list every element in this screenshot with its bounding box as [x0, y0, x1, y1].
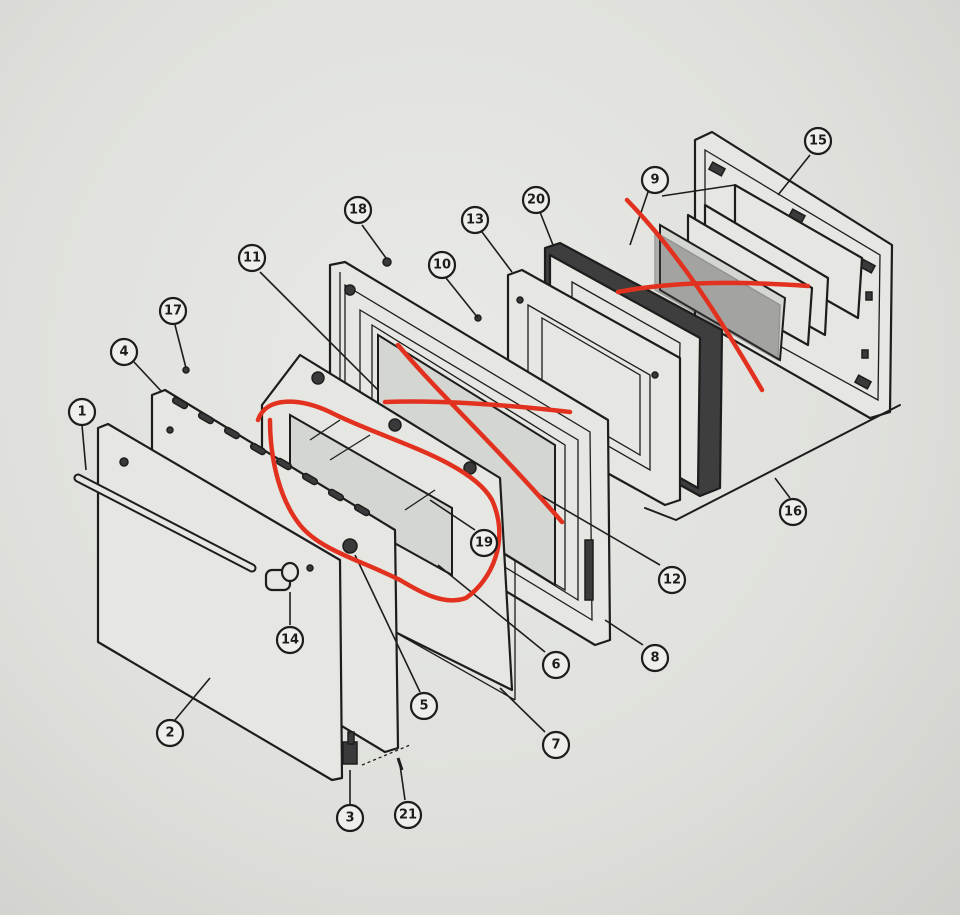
callout-3: 3 [335, 803, 365, 833]
svg-text:4: 4 [119, 345, 128, 360]
callout-8: 8 [640, 643, 670, 673]
svg-text:1: 1 [77, 405, 86, 420]
callout-21: 21 [393, 800, 423, 830]
svg-text:18: 18 [349, 203, 367, 218]
svg-text:15: 15 [809, 134, 827, 149]
vent-slots [171, 396, 371, 517]
svg-text:8: 8 [650, 651, 659, 666]
svg-text:19: 19 [475, 536, 493, 551]
svg-text:9: 9 [650, 173, 659, 188]
svg-text:12: 12 [663, 573, 681, 588]
red-circle-annotation [255, 399, 502, 603]
callout-15: 15 [803, 126, 833, 156]
part-inner-glass-panel [260, 353, 514, 692]
part-glass-stack [654, 183, 864, 362]
callout-12: 12 [657, 565, 687, 595]
svg-text:20: 20 [527, 193, 545, 208]
part-outer-door-panel [96, 422, 344, 782]
callout-19: 19 [469, 528, 499, 558]
svg-text:3: 3 [345, 811, 354, 826]
svg-text:10: 10 [433, 258, 451, 273]
callout-5: 5 [409, 691, 439, 721]
part-hinge [342, 731, 411, 771]
svg-text:5: 5 [419, 699, 428, 714]
callout-4: 4 [109, 337, 139, 367]
leader-lines [81, 154, 811, 805]
svg-text:11: 11 [243, 251, 261, 266]
callout-13: 13 [460, 205, 490, 235]
svg-text:7: 7 [551, 738, 560, 753]
svg-text:14: 14 [281, 633, 299, 648]
part-door-handle [73, 473, 257, 573]
red-cross-annotation-right [615, 197, 811, 393]
callout-6: 6 [541, 650, 571, 680]
svg-text:2: 2 [165, 726, 174, 741]
callout-18: 18 [343, 195, 373, 225]
callout-1: 1 [67, 397, 97, 427]
svg-text:16: 16 [784, 505, 802, 520]
callout-10: 10 [427, 250, 457, 280]
callouts: 1 2 3 4 5 6 7 8 9 10 11 12 13 14 15 16 1… [67, 126, 833, 833]
svg-text:6: 6 [551, 658, 560, 673]
red-cross-annotation-center [382, 342, 573, 525]
svg-text:21: 21 [399, 808, 417, 823]
svg-text:17: 17 [164, 304, 182, 319]
callout-9: 9 [640, 165, 670, 195]
red-annotations [255, 197, 811, 603]
callout-11: 11 [237, 243, 267, 273]
callout-7: 7 [541, 730, 571, 760]
callout-17: 17 [158, 296, 188, 326]
svg-text:13: 13 [466, 213, 484, 228]
callout-14: 14 [275, 625, 305, 655]
callout-16: 16 [778, 497, 808, 527]
callout-20: 20 [521, 185, 551, 215]
callout-2: 2 [155, 718, 185, 748]
part-knob [264, 561, 300, 592]
